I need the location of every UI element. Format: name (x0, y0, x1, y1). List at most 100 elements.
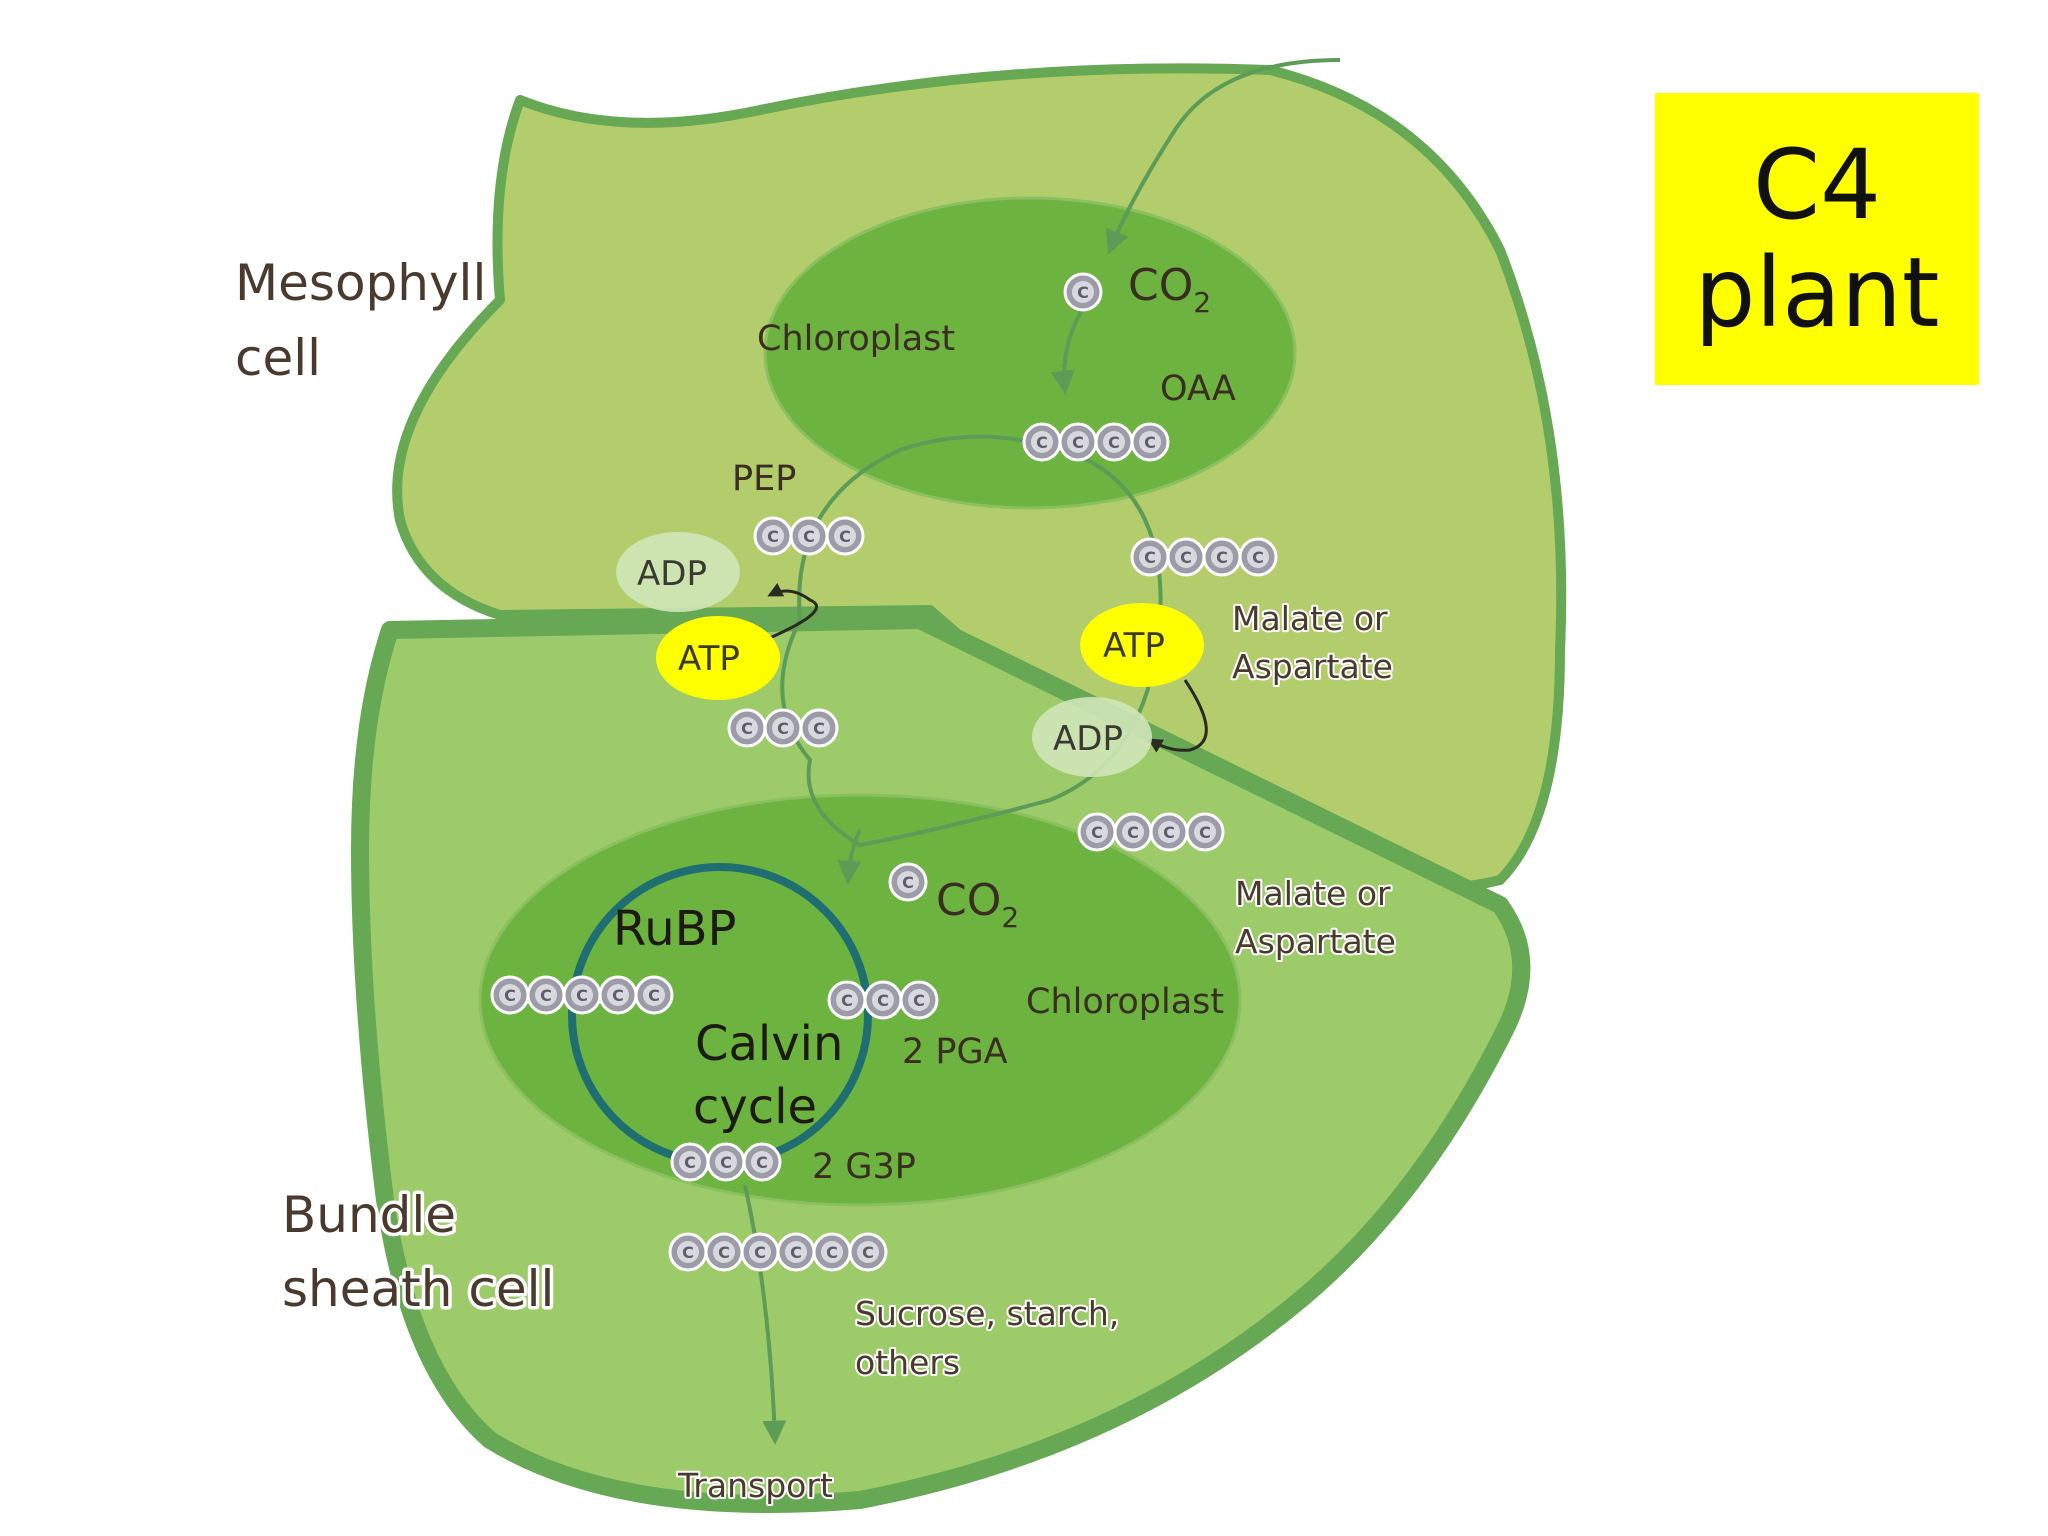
carbon-atom-label: C (1199, 823, 1211, 842)
mesophyll-co2-label: CO2 (1128, 260, 1211, 319)
carbon-atom-label: C (1072, 433, 1084, 452)
carbon-atom-label: C (777, 719, 789, 738)
carbon-atom-core (772, 717, 794, 739)
malate-label-bottom-line1: Malate or (1235, 874, 1391, 913)
carbon-atom-core (499, 984, 521, 1006)
carbon-atom-label: C (682, 1243, 694, 1262)
carbon-atom-label: C (1163, 823, 1175, 842)
carbon-atom-core (677, 1241, 699, 1263)
carbon-atom-core (897, 871, 919, 893)
pga-label: 2 PGA (902, 1032, 1008, 1072)
carbon-atom-label: C (902, 873, 914, 892)
carbon-atom-label: C (720, 1153, 732, 1172)
carbon-atom-label: C (1252, 548, 1264, 567)
atp-label-right: ATP (1103, 626, 1165, 666)
atp-adp-arrow-left (764, 582, 818, 642)
adp-badge-right (1032, 697, 1152, 777)
carbon-atom-label: C (612, 986, 624, 1005)
bundle-co2-label: CO2 (936, 875, 1019, 934)
carbon-atom-core (1031, 431, 1053, 453)
calvin-label-line2: cycle (693, 1079, 817, 1135)
carbon-atom-core (679, 1151, 701, 1173)
carbon-atom-label: C (1077, 283, 1089, 302)
carbon-atom-core (1067, 431, 1089, 453)
carbon-atom-core (1139, 431, 1161, 453)
transport-label: Transport (677, 1466, 833, 1505)
co2-to-oaa-arrow (1050, 303, 1087, 395)
carbon-atom-core (857, 1241, 879, 1263)
atp-badge-right (1080, 603, 1204, 687)
carbon-atom-label: C (648, 986, 660, 1005)
title-line2: plant (1694, 237, 1940, 349)
carbon-atom-core (715, 1151, 737, 1173)
carbon-atom-label: C (841, 991, 853, 1010)
carbon-atom-label: C (540, 986, 552, 1005)
carbon-atom-label: C (1036, 433, 1048, 452)
carbon-atom-core (1158, 821, 1180, 843)
carbon-atom-core (643, 984, 665, 1006)
carbon-atom-core (908, 989, 930, 1011)
carbon-atom-label: C (1144, 548, 1156, 567)
carbon-atom-core (785, 1241, 807, 1263)
atp-badge-left (656, 616, 780, 700)
carbon-atom-core (749, 1241, 771, 1263)
carbon-atom-label: C (504, 986, 516, 1005)
rubp-label: RuBP (613, 901, 737, 957)
atp-adp-arrow-right (1147, 679, 1208, 753)
atp-label-left: ATP (678, 639, 740, 679)
cycle-to-calvin-arrow (837, 829, 862, 885)
malate-label-top-line2: Aspartate (1232, 647, 1393, 686)
carbon-atom-core (1175, 546, 1197, 568)
carbon-atom-core (713, 1241, 735, 1263)
carbon-atom-core (1247, 546, 1269, 568)
carbon-atom-label: C (684, 1153, 696, 1172)
carbon-atom-label: C (913, 991, 925, 1010)
carbon-atom-label: C (741, 719, 753, 738)
carbon-atom-core (834, 525, 856, 547)
carbon-atom-label: C (803, 527, 815, 546)
carbon-atom-core (762, 525, 784, 547)
mesophyll-label-line2: cell (235, 329, 321, 387)
carbon-atom-label: C (756, 1153, 768, 1172)
carbon-atom-label: C (877, 991, 889, 1010)
products-label-line2: others (855, 1343, 960, 1382)
malate-label-top-line1: Malate or (1232, 599, 1388, 638)
transport-arrow (743, 1184, 787, 1445)
mesophyll-chloroplast-label: Chloroplast (757, 319, 955, 359)
mesophyll-label-line1: Mesophyll (235, 254, 486, 312)
carbon-atom-label: C (839, 527, 851, 546)
carbon-atom-core (535, 984, 557, 1006)
carbon-atom-core (1194, 821, 1216, 843)
adp-label-left: ADP (637, 554, 707, 594)
carbon-atom-core (751, 1151, 773, 1173)
bundle-chloroplast-label: Chloroplast (1026, 982, 1224, 1022)
carbon-atom-core (1086, 821, 1108, 843)
carbon-atom-label: C (1108, 433, 1120, 452)
carbon-atom-core (1139, 546, 1161, 568)
calvin-label-line1: Calvin (695, 1016, 843, 1072)
title-line1: C4 (1752, 129, 1882, 241)
carbon-atom-core (836, 989, 858, 1011)
carbon-atom-label: C (790, 1243, 802, 1262)
carbon-atom-core (1122, 821, 1144, 843)
carbon-atom-core (1211, 546, 1233, 568)
carbon-atom-label: C (1091, 823, 1103, 842)
carbon-atom-core (808, 717, 830, 739)
products-label-line1: Sucrose, starch, (855, 1294, 1119, 1333)
carbon-atom-label: C (754, 1243, 766, 1262)
carbon-atom-core (821, 1241, 843, 1263)
co2-carbon-bundle: C (888, 862, 928, 902)
adp-badge-left (616, 532, 740, 612)
carbon-atom-core (872, 989, 894, 1011)
malate-label-bottom-line2: Aspartate (1235, 922, 1396, 961)
carbon-atom-core (571, 984, 593, 1006)
carbon-atom-label: C (1216, 548, 1228, 567)
oaa-label: OAA (1160, 369, 1236, 409)
